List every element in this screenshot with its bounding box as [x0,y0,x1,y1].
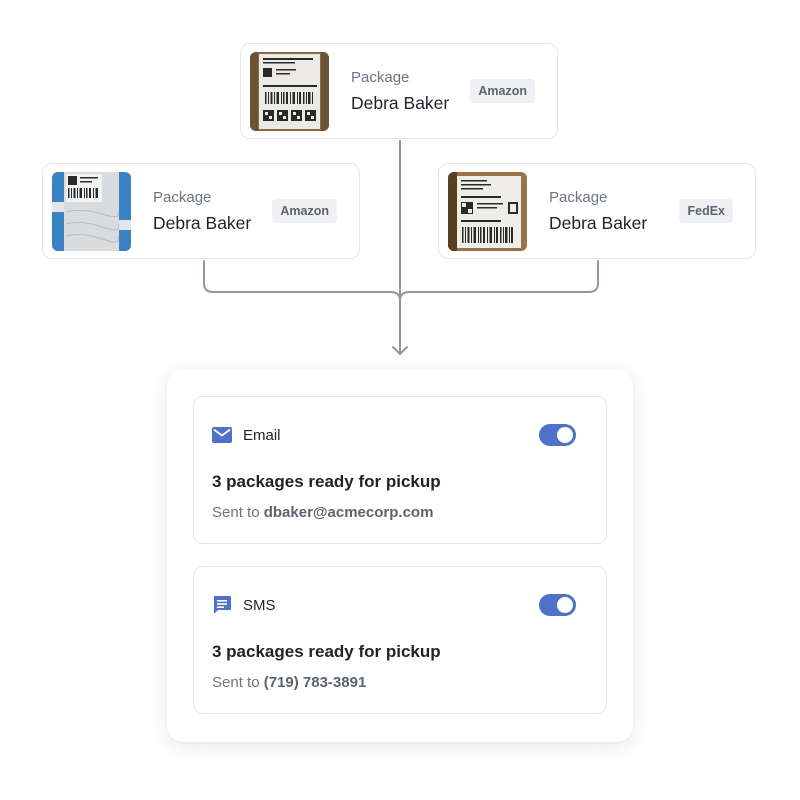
package-kind-label: Package [351,68,410,86]
package-recipient: Debra Baker [549,212,648,233]
right-connector-line [399,260,599,302]
notification-panel: Email 3 packages ready for pickup Sent t… [167,370,633,742]
sent-to-prefix: Sent to [212,674,260,691]
carrier-badge: FedEx [679,199,733,223]
package-label-photo [250,51,329,131]
package-recipient: Debra Baker [351,92,450,113]
email-notification-card: Email 3 packages ready for pickup Sent t… [193,396,607,544]
down-arrow-icon [392,346,408,355]
sent-to-line: Sent to dbaker@acmecorp.com [212,504,433,521]
package-card[interactable]: Package Debra Baker Amazon [240,43,558,139]
package-card[interactable]: Package Debra Baker FedEx [438,163,756,259]
package-recipient: Debra Baker [153,212,252,233]
envelope-icon [212,425,232,445]
package-kind-label: Package [549,188,608,206]
sent-to-prefix: Sent to [212,504,260,521]
channel-label: Email [243,426,281,444]
package-label-photo [448,171,527,251]
chat-bubble-icon [212,595,232,615]
sent-to-line: Sent to (719) 783-3891 [212,674,366,691]
phone-number: (719) 783-3891 [263,674,367,691]
carrier-badge: Amazon [470,79,535,103]
sms-toggle[interactable] [539,594,576,616]
package-card[interactable]: Package Debra Baker Amazon [42,163,360,259]
carrier-badge: Amazon [272,199,337,223]
package-label-photo [52,171,131,251]
notification-title: 3 packages ready for pickup [212,472,441,491]
channel-label: SMS [243,596,276,614]
toggle-knob [557,427,573,443]
email-toggle[interactable] [539,424,576,446]
toggle-knob [557,597,573,613]
notification-title: 3 packages ready for pickup [212,642,441,661]
package-kind-label: Package [153,188,212,206]
sms-notification-card: SMS 3 packages ready for pickup Sent to … [193,566,607,714]
email-address: dbaker@acmecorp.com [263,504,434,521]
left-connector-line [203,260,401,302]
